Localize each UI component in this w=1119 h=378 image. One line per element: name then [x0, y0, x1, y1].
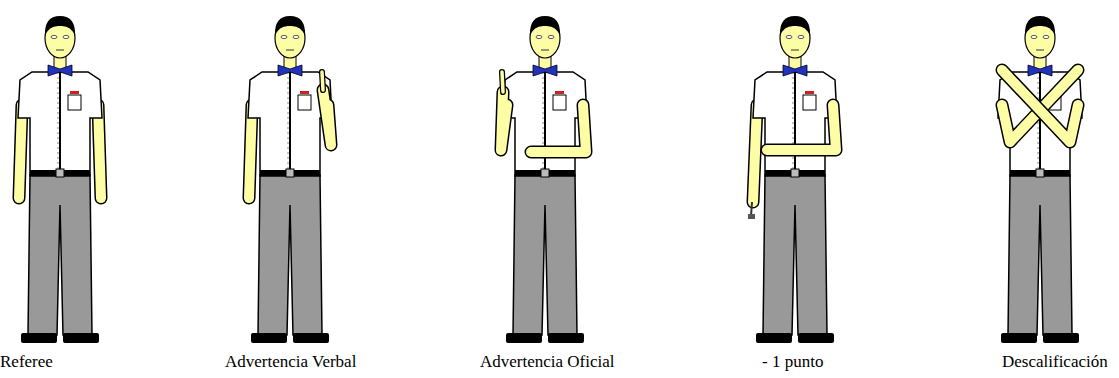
official-warning-figure [501, 16, 587, 343]
referee-body [248, 16, 332, 343]
gesture-label: Advertencia Verbal [225, 352, 425, 372]
gesture-label: Descalificación [1002, 352, 1119, 372]
gesture-label: Referee [0, 352, 200, 372]
disqualification-figure [998, 16, 1082, 343]
referee-figure [18, 16, 102, 343]
referee-body [753, 16, 837, 343]
gesture-label: Advertencia Oficial [480, 352, 680, 372]
verbal-warning-figure [248, 16, 332, 343]
referee-body [998, 16, 1082, 343]
referee-body [18, 16, 102, 343]
gesture-label: - 1 punto [762, 352, 962, 372]
referee-body [503, 16, 587, 343]
minus-point-figure [748, 16, 837, 343]
